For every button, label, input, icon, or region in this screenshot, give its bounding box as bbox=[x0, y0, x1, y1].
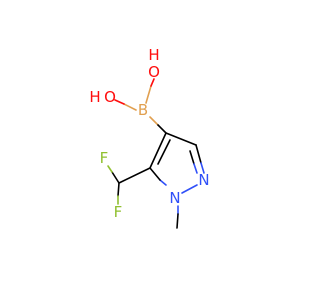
atom-n-ring-label: N bbox=[198, 171, 209, 189]
atom-f-bottom-label: F bbox=[114, 203, 123, 221]
molecule-diagram: O H O H B F F N N bbox=[89, 46, 210, 229]
atom-f-top: F bbox=[100, 149, 109, 167]
atom-o-top: O H bbox=[148, 46, 160, 81]
atom-f-bottom: F bbox=[114, 203, 123, 221]
bond-n1-methyl-c bbox=[176, 213, 179, 229]
bond-n1-c5 bbox=[159, 179, 167, 186]
bond-b-c4 bbox=[149, 116, 159, 126]
atom-f-top-label: F bbox=[100, 149, 109, 167]
bond-cf-top bbox=[111, 171, 120, 184]
atom-o-top-label: O bbox=[148, 63, 160, 81]
atom-n-methyl-label: N bbox=[169, 189, 180, 207]
bond-b-o-top-o bbox=[150, 78, 155, 87]
atom-o-left: O H bbox=[89, 88, 116, 106]
bond-b-o-left bbox=[123, 103, 137, 111]
atom-n-methyl: N bbox=[169, 189, 180, 207]
bond-c3-n2-a-n bbox=[200, 162, 205, 174]
bond-c3-n2-b-n bbox=[193, 163, 198, 174]
atom-o-left-h-label: H bbox=[89, 88, 100, 106]
bond-c3-n2-b bbox=[189, 150, 195, 165]
bond-c3-n2-a bbox=[195, 144, 202, 164]
bond-b-c4-c bbox=[157, 124, 167, 134]
bond-n2-n1 bbox=[181, 184, 198, 194]
atom-boron: B bbox=[138, 101, 148, 119]
bond-c5-c4-b bbox=[157, 139, 171, 165]
bond-c5-c4-a bbox=[149, 132, 167, 169]
bond-cf-bottom bbox=[117, 182, 120, 197]
bond-n1-c5-c bbox=[149, 167, 161, 181]
bond-cf-top-f bbox=[107, 165, 113, 173]
atom-n-ring: N bbox=[198, 171, 209, 189]
atom-boron-label: B bbox=[138, 101, 148, 119]
bond-b-o-top bbox=[145, 85, 152, 104]
bond-c4-c3 bbox=[165, 132, 197, 146]
molecule-structure: O H O H B F F N N bbox=[89, 46, 210, 229]
atom-o-top-h-label: H bbox=[148, 46, 159, 64]
atom-o-left-label: O bbox=[104, 88, 116, 106]
bond-c5-chf2 bbox=[118, 167, 151, 184]
bond-b-o-left-o bbox=[114, 99, 125, 105]
